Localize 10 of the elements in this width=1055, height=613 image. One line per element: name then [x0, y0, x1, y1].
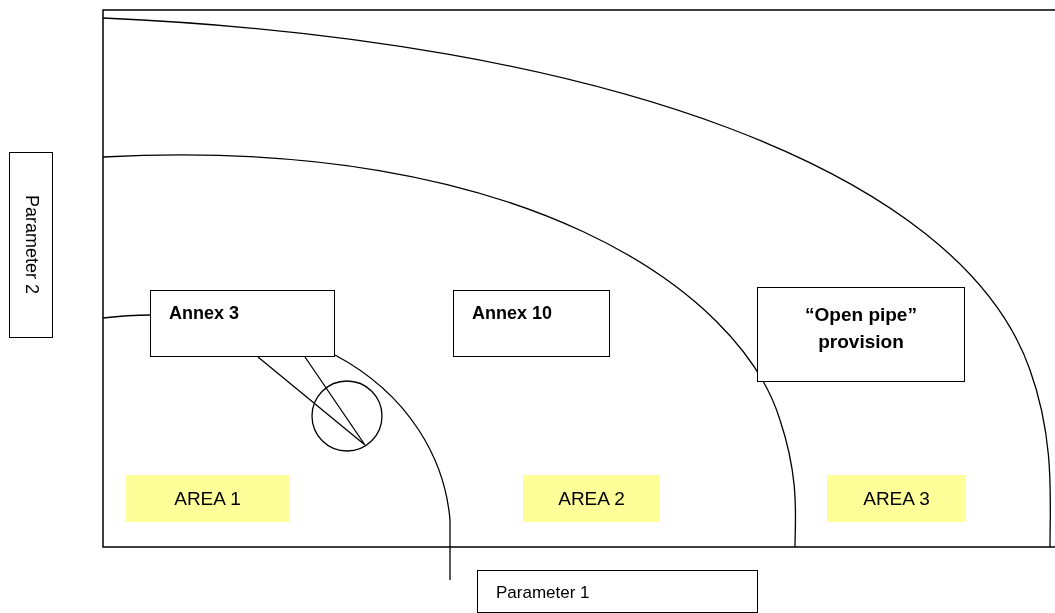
callout-box: Annex 10 [453, 290, 610, 357]
axis-label: Parameter 1 [477, 570, 758, 613]
text-box: “Open pipe” provision [757, 287, 965, 382]
area-label: AREA 3 [827, 475, 966, 522]
callout-pointer [257, 356, 366, 446]
area-label: AREA 2 [523, 475, 660, 522]
axis-label: Parameter 2 [9, 152, 53, 338]
callout-box: Annex 3 [150, 290, 335, 357]
area-label: AREA 1 [126, 475, 289, 522]
circle [311, 380, 383, 452]
